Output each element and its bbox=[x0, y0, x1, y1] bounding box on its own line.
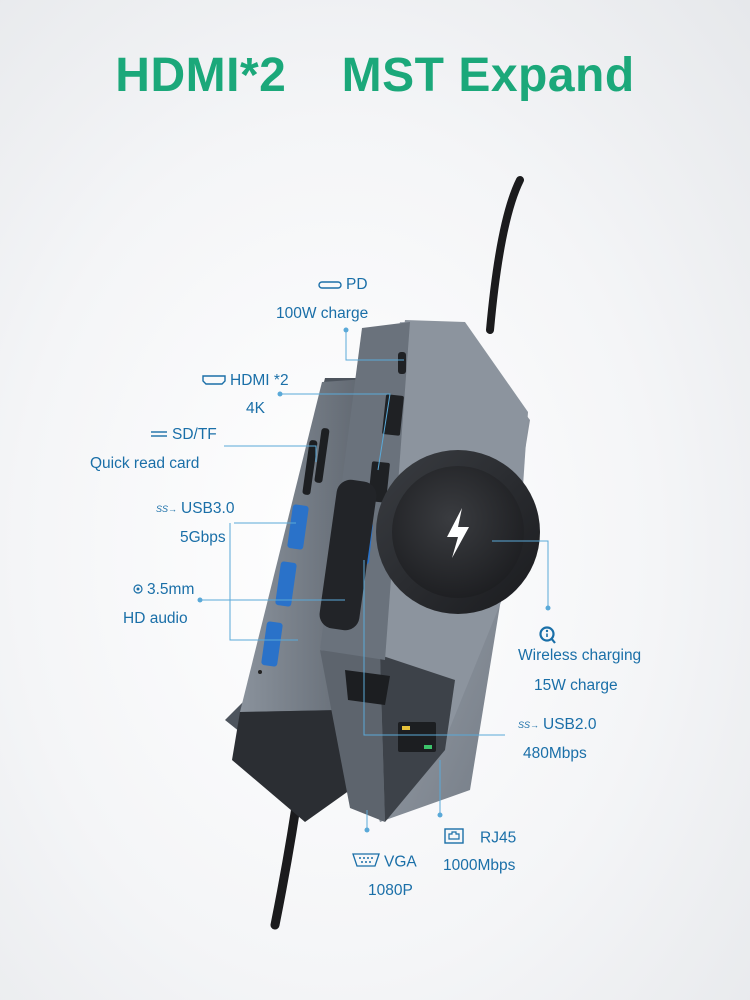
hdmi-detail: 4K bbox=[246, 400, 265, 417]
leader-lines bbox=[200, 330, 549, 830]
audio-detail: HD audio bbox=[123, 610, 188, 627]
usb20-detail: 480Mbps bbox=[523, 745, 587, 762]
sd-slots bbox=[302, 428, 330, 495]
wireless-name: Wireless charging bbox=[518, 647, 642, 664]
label-usb20: SS→USB2.0 bbox=[518, 716, 596, 734]
label-hdmi: HDMI *2 bbox=[202, 372, 289, 390]
page-title: HDMI*2 MST Expand bbox=[115, 49, 635, 102]
usb-icon: SS→ bbox=[518, 720, 540, 730]
label-audio: 3.5mm bbox=[133, 581, 194, 599]
rj45-name: RJ45 bbox=[480, 829, 517, 847]
usb3-ports bbox=[261, 504, 309, 667]
leader-dots bbox=[197, 327, 551, 833]
wireless-detail: 15W charge bbox=[534, 677, 618, 694]
card-slot-icon bbox=[150, 426, 168, 444]
lightning-icon bbox=[447, 508, 469, 558]
qi-icon bbox=[538, 625, 558, 650]
usb-c-icon bbox=[318, 276, 342, 294]
label-rj45: RJ45 bbox=[444, 828, 516, 849]
usb20-name: USB2.0 bbox=[543, 716, 597, 734]
label-pd: PD bbox=[318, 276, 368, 294]
audio-name: 3.5mm bbox=[147, 581, 195, 599]
hdmi-port-1 bbox=[382, 394, 404, 436]
pd-name: PD bbox=[346, 276, 368, 294]
vga-name: VGA bbox=[384, 853, 417, 871]
sdtf-detail: Quick read card bbox=[90, 455, 200, 472]
label-sdtf: SD/TF bbox=[150, 426, 217, 444]
usb30-detail: 5Gbps bbox=[180, 529, 226, 546]
hdmi-icon bbox=[202, 372, 226, 390]
vga-port bbox=[345, 670, 390, 705]
label-vga: VGA bbox=[352, 853, 417, 872]
usbc-port bbox=[398, 352, 406, 374]
pd-detail: 100W charge bbox=[276, 305, 369, 322]
usb-ss-icon: SS→ bbox=[156, 504, 178, 514]
label-usb30: SS→USB3.0 bbox=[156, 500, 234, 518]
vga-icon bbox=[352, 853, 380, 872]
hdmi-name: HDMI *2 bbox=[230, 372, 289, 390]
vga-detail: 1080P bbox=[368, 882, 413, 899]
usb30-name: USB3.0 bbox=[181, 500, 235, 518]
ethernet-icon bbox=[444, 828, 464, 849]
audio-jack-icon bbox=[133, 581, 143, 599]
sdtf-name: SD/TF bbox=[172, 426, 217, 444]
led bbox=[258, 670, 262, 674]
cable bbox=[486, 176, 524, 334]
rj45-detail: 1000Mbps bbox=[443, 857, 516, 874]
hub-front bbox=[319, 320, 540, 822]
